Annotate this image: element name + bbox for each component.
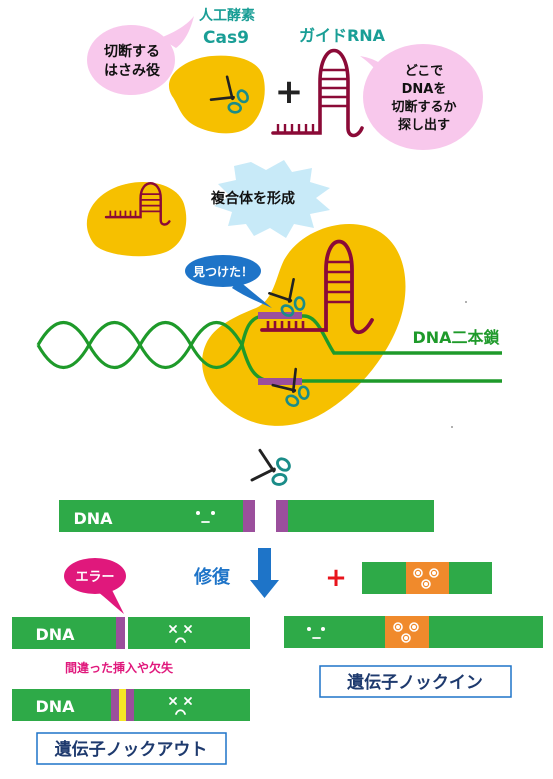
- complex-label: 複合体を形成: [210, 190, 295, 207]
- guide-rna-bound: [260, 239, 374, 335]
- smiley-face-icon: [413, 568, 439, 589]
- donor-dna: [362, 562, 492, 594]
- dizzy-face-icon: [169, 697, 192, 715]
- inserted-gene: [385, 616, 429, 648]
- target-site-top: [258, 312, 302, 319]
- complex-burst: 複合体を形成: [210, 160, 330, 238]
- cas9-label-line2: Cas9: [203, 28, 249, 48]
- knockin-box: 遺伝子ノックイン: [319, 665, 512, 698]
- cut-end-right: [276, 500, 288, 532]
- dna-right-fragment: [276, 500, 434, 532]
- bubble-search-line4: 探し出す: [398, 117, 450, 133]
- dna-error-label: DNA: [35, 625, 75, 644]
- dna-error-bar: DNA: [12, 617, 250, 649]
- bubble-search-line3: 切断するか: [391, 99, 456, 115]
- smiley-face-icon: [307, 627, 325, 639]
- dot-mark: [465, 301, 467, 303]
- insert-gene: [406, 562, 449, 594]
- repair-label: 修復: [193, 566, 231, 588]
- dna-double-strand-label: DNA二本鎖: [412, 328, 500, 347]
- error-label: エラー: [75, 570, 114, 585]
- smiley-face-icon: [393, 622, 419, 643]
- plus-sign-top: +: [275, 72, 304, 112]
- found-bubble: 見つけた！: [185, 255, 272, 308]
- bubble-scissors-line1: 切断する: [104, 43, 160, 60]
- bubble-search-line1: どこで: [405, 64, 444, 79]
- complex-small: [86, 182, 187, 257]
- cut-end-left: [243, 500, 255, 532]
- error-gap: [125, 617, 128, 649]
- arrow-down-icon: [250, 548, 279, 598]
- search-role-bubble: どこで DNAを 切断するか 探し出す: [360, 44, 483, 150]
- bubble-scissors-line2: はさみ役: [104, 62, 161, 79]
- cas9-enzyme: [168, 55, 265, 134]
- found-label: 見つけた！: [192, 264, 253, 279]
- insertion-mark: [119, 689, 126, 721]
- guide-rna-label: ガイドRNA: [299, 26, 386, 45]
- dna-ko-label: DNA: [35, 697, 75, 716]
- cas9-label-line1: 人工酵素: [199, 7, 255, 24]
- dna-helix: [36, 320, 244, 370]
- dizzy-face-icon: [169, 625, 192, 643]
- dna-knockin-bar: [284, 616, 543, 648]
- dna-cut-label: DNA: [73, 509, 113, 528]
- dna-knockout-bar: DNA: [12, 689, 250, 721]
- plus-sign-donor: +: [325, 563, 347, 593]
- error-bubble: エラー: [64, 558, 126, 614]
- mistake-note: 間違った挿入や欠失: [65, 660, 174, 675]
- dna-cut-bar: DNA: [59, 500, 434, 532]
- bubble-search-line2: DNAを: [402, 82, 447, 97]
- guide-rna-hairpin: [271, 48, 364, 138]
- knockout-box: 遺伝子ノックアウト: [36, 732, 227, 765]
- scissors-role-bubble: 切断する はさみ役: [87, 16, 194, 95]
- knockin-label: 遺伝子ノックイン: [347, 672, 483, 693]
- smiley-face-icon: [196, 511, 215, 523]
- dot-mark: [451, 426, 453, 428]
- scissors-icon: [250, 448, 295, 491]
- target-site-bottom: [258, 378, 302, 385]
- dna-left-fragment: [59, 500, 255, 532]
- knockout-label: 遺伝子ノックアウト: [55, 739, 208, 760]
